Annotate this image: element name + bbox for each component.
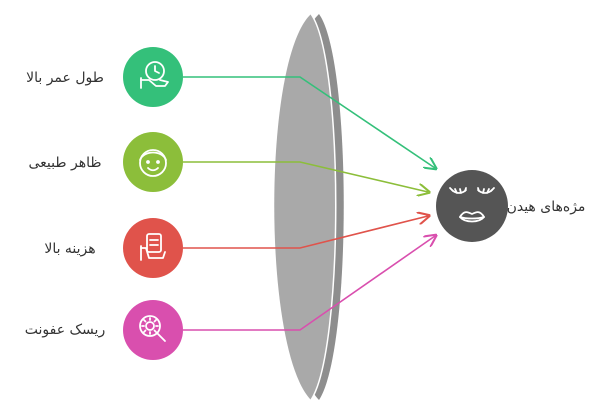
connectors [183, 76, 435, 331]
face-lashes-icon [449, 187, 495, 223]
connector-longevity [183, 76, 435, 168]
connector-high-cost [183, 216, 428, 249]
target-circle [436, 170, 508, 242]
smiling-face-icon [139, 149, 167, 177]
factor-high-cost: هزینه بالا [44, 218, 183, 278]
factor-circle [123, 132, 183, 192]
factor-circle [123, 47, 183, 107]
factor-circle [123, 218, 183, 278]
factor-label: طول عمر بالا [26, 70, 104, 86]
lens-shape [274, 13, 344, 401]
virus-magnifier-icon [139, 315, 166, 342]
connector-natural-look [183, 161, 428, 192]
factor-circle [123, 300, 183, 360]
factor-natural-look: ظاهر طبیعی [29, 132, 183, 192]
factor-label: ظاهر طبیعی [29, 155, 102, 171]
money-hand-icon [140, 233, 166, 261]
target-node: مژه‌های هیدن [436, 170, 585, 242]
target-label: مژه‌های هیدن [507, 199, 586, 215]
factor-label: هزینه بالا [44, 241, 95, 257]
factor-infection-risk: ریسک عفونت [25, 300, 183, 360]
clock-hand-icon [140, 61, 169, 89]
factor-longevity: طول عمر بالا [26, 47, 183, 107]
factor-label: ریسک عفونت [25, 322, 105, 338]
connector-infection-risk [183, 236, 435, 331]
